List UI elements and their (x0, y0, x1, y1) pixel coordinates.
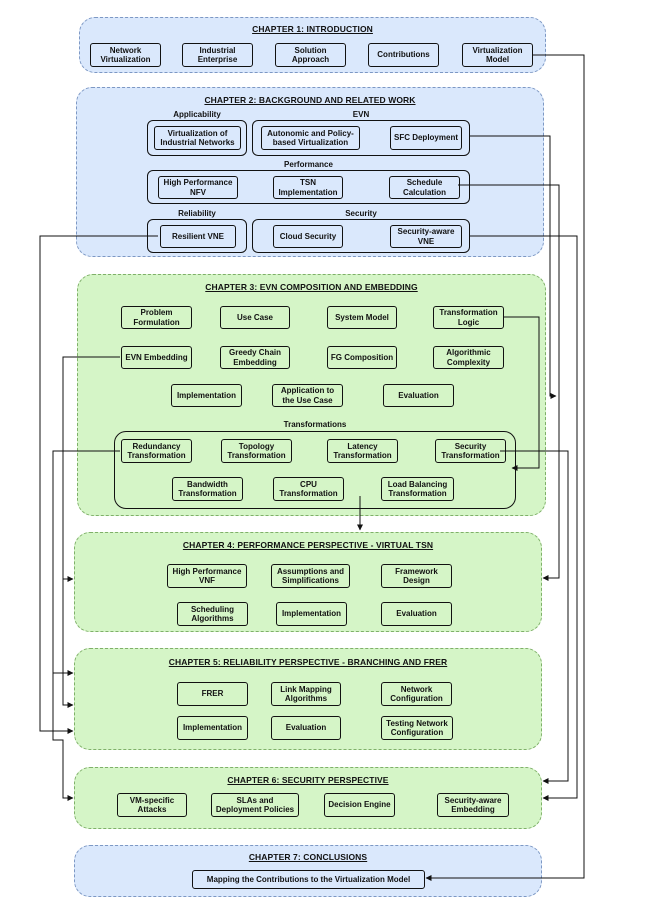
box-greedy-chain-embedding: Greedy Chain Embedding (220, 346, 290, 369)
box-solution-approach: Solution Approach (275, 43, 346, 67)
chapter-3-container: CHAPTER 3: EVN COMPOSITION AND EMBEDDING… (77, 274, 546, 516)
transformations-label: Transformations (283, 420, 347, 429)
box-testing-network-configuration: Testing Network Configuration (381, 716, 453, 740)
box-mapping-contributions: Mapping the Contributions to the Virtual… (192, 870, 425, 889)
box-algorithmic-complexity: Algorithmic Complexity (433, 346, 504, 369)
performance-label: Performance (284, 160, 333, 169)
security-group: Cloud Security Security-aware VNE (252, 219, 470, 253)
box-use-case: Use Case (220, 306, 290, 329)
box-transformation-logic: Transformation Logic (433, 306, 504, 329)
box-system-model: System Model (327, 306, 397, 329)
box-implementation-ch4: Implementation (276, 602, 347, 626)
box-network-virtualization: Network Virtualization (90, 43, 161, 67)
box-sfc-deployment: SFC Deployment (390, 126, 462, 150)
box-cloud-security: Cloud Security (273, 225, 343, 248)
box-evaluation-ch5: Evaluation (271, 716, 341, 740)
chapter-3-title: CHAPTER 3: EVN COMPOSITION AND EMBEDDING (205, 282, 418, 292)
box-high-performance-vnf: High Performance VNF (167, 564, 247, 588)
box-evn-embedding: EVN Embedding (121, 346, 192, 369)
chapter-5-title: CHAPTER 5: RELIABILITY PERSPECTIVE - BRA… (168, 657, 448, 667)
evn-label: EVN (352, 110, 370, 119)
box-tsn-implementation: TSN Implementation (273, 176, 343, 199)
box-schedule-calculation: Schedule Calculation (389, 176, 460, 199)
box-virtualization-model: Virtualization Model (462, 43, 533, 67)
applicability-label: Applicability (173, 110, 221, 119)
performance-group: High Performance NFV TSN Implementation … (147, 170, 470, 204)
box-network-configuration: Network Configuration (381, 682, 452, 706)
box-security-aware-embedding: Security-aware Embedding (437, 793, 509, 817)
box-frer: FRER (177, 682, 248, 706)
box-framework-design: Framework Design (381, 564, 452, 588)
box-security-aware-vne: Security-aware VNE (390, 225, 462, 248)
security-label: Security (345, 209, 377, 218)
box-autonomic-policy-virtualization: Autonomic and Policy- based Virtualizati… (261, 126, 360, 150)
box-slas-deployment-policies: SLAs and Deployment Policies (211, 793, 299, 817)
chapter-5-container: CHAPTER 5: RELIABILITY PERSPECTIVE - BRA… (74, 648, 542, 750)
chapter-1-title: CHAPTER 1: INTRODUCTION (252, 24, 373, 34)
chapter-6-title: CHAPTER 6: SECURITY PERSPECTIVE (227, 775, 389, 785)
chapter-7-title: CHAPTER 7: CONCLUSIONS (248, 852, 368, 862)
box-cpu-transformation: CPU Transformation (273, 477, 344, 501)
chapter-7-container: CHAPTER 7: CONCLUSIONS Mapping the Contr… (74, 845, 542, 897)
chapter-1-container: CHAPTER 1: INTRODUCTION Network Virtuali… (79, 17, 546, 73)
box-industrial-enterprise: Industrial Enterprise (182, 43, 253, 67)
chapter-6-container: CHAPTER 6: SECURITY PERSPECTIVE VM-speci… (74, 767, 542, 829)
arrow-left-to-ch6 (52, 673, 74, 801)
box-contributions: Contributions (368, 43, 439, 67)
box-implementation-ch5: Implementation (177, 716, 248, 740)
box-application-to-use-case: Application to the Use Case (272, 384, 343, 407)
box-implementation-ch3: Implementation (171, 384, 242, 407)
box-virtualization-industrial-networks: Virtualization of Industrial Networks (154, 126, 241, 150)
reliability-label: Reliability (178, 209, 216, 218)
box-fg-composition: FG Composition (327, 346, 397, 369)
box-bandwidth-transformation: Bandwidth Transformation (172, 477, 243, 501)
box-redundancy-transformation: Redundancy Transformation (121, 439, 192, 463)
box-security-transformation: Security Transformation (435, 439, 506, 463)
transformations-group: Redundancy Transformation Topology Trans… (114, 431, 516, 509)
box-problem-formulation: Problem Formulation (121, 306, 192, 329)
box-evaluation-ch4: Evaluation (381, 602, 452, 626)
box-link-mapping-algorithms: Link Mapping Algorithms (271, 682, 341, 706)
box-load-balancing-transformation: Load Balancing Transformation (381, 477, 454, 501)
chapter-2-title: CHAPTER 2: BACKGROUND AND RELATED WORK (204, 95, 416, 105)
box-scheduling-algorithms: Scheduling Algorithms (177, 602, 248, 626)
reliability-group: Resilient VNE (147, 219, 247, 253)
box-topology-transformation: Topology Transformation (221, 439, 292, 463)
box-resilient-vne: Resilient VNE (160, 225, 236, 248)
chapter-2-container: CHAPTER 2: BACKGROUND AND RELATED WORK A… (76, 87, 544, 257)
arrow-evn-embedding-ch5 (62, 579, 74, 708)
chapter-4-container: CHAPTER 4: PERFORMANCE PERSPECTIVE - VIR… (74, 532, 542, 632)
box-evaluation-ch3: Evaluation (383, 384, 454, 407)
applicability-group: Virtualization of Industrial Networks (147, 120, 247, 156)
box-decision-engine: Decision Engine (324, 793, 395, 817)
chapter-4-title: CHAPTER 4: PERFORMANCE PERSPECTIVE - VIR… (182, 540, 434, 550)
box-latency-transformation: Latency Transformation (327, 439, 398, 463)
box-high-performance-nfv: High Performance NFV (158, 176, 238, 199)
evn-group: Autonomic and Policy- based Virtualizati… (252, 120, 470, 156)
box-assumptions-simplifications: Assumptions and Simplifications (271, 564, 350, 588)
box-vm-specific-attacks: VM-specific Attacks (117, 793, 187, 817)
